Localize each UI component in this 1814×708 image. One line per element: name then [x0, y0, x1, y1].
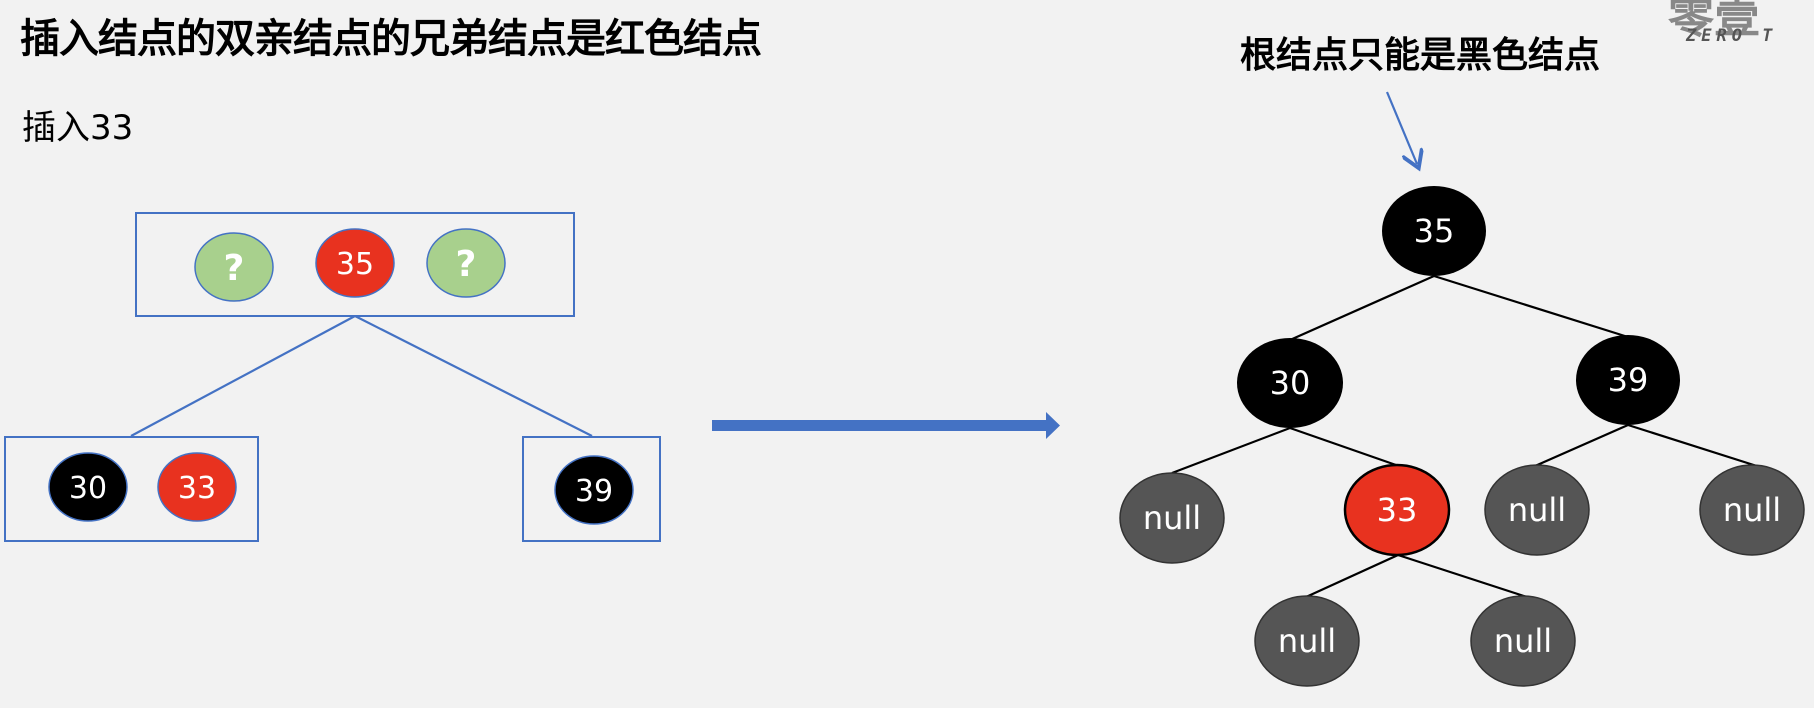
- rb-node-35: 35: [1382, 186, 1486, 276]
- after-tree-edges: [1171, 274, 1761, 599]
- before-node-39-label: 39: [575, 474, 613, 509]
- before-node-39: 39: [554, 455, 634, 525]
- edge-30-null: [1171, 426, 1291, 475]
- rb-null-node: null: [1470, 595, 1576, 687]
- placeholder-node-right-label: ?: [456, 244, 477, 285]
- rb-null-node: null: [1484, 464, 1590, 556]
- before-node-33-label: 33: [178, 471, 216, 506]
- edge-35-30: [1289, 274, 1435, 342]
- rb-node-33: 33: [1343, 463, 1451, 557]
- rb-null-label: null: [1508, 491, 1566, 529]
- placeholder-node-right: ?: [426, 228, 506, 298]
- transform-arrow-icon: [712, 412, 1060, 439]
- page-title: 插入结点的双亲结点的兄弟结点是红色结点: [20, 16, 762, 62]
- before-right-box: [522, 436, 661, 542]
- rb-node-35-label: 35: [1414, 212, 1455, 250]
- rb-node-30: 30: [1237, 338, 1343, 428]
- before-edge-left: [130, 315, 356, 437]
- rb-null-label: null: [1494, 622, 1552, 660]
- edge-35-39: [1433, 274, 1629, 339]
- before-node-35: 35: [315, 228, 395, 298]
- before-left-box: [4, 436, 259, 542]
- rb-node-30-label: 30: [1270, 364, 1311, 402]
- logo-text: ZERO T: [1686, 26, 1778, 46]
- rb-node-33-label: 33: [1377, 491, 1418, 529]
- rb-null-label: null: [1278, 622, 1336, 660]
- rb-null-label: null: [1143, 499, 1201, 537]
- root-note-pointer-icon: [1385, 91, 1417, 164]
- root-rule-note: 根结点只能是黑色结点: [1240, 35, 1601, 76]
- before-top-box: [135, 212, 575, 317]
- before-node-30-label: 30: [69, 471, 107, 506]
- rb-null-label: null: [1723, 491, 1781, 529]
- placeholder-node-left-label: ?: [224, 248, 245, 289]
- edge-39-null-left: [1534, 423, 1629, 468]
- edge-30-33: [1289, 426, 1397, 467]
- logo-mark-icon: 零壹: [1668, 0, 1760, 43]
- rb-null-node: null: [1254, 595, 1360, 687]
- placeholder-node-left: ?: [194, 232, 274, 302]
- before-node-33: 33: [157, 452, 237, 522]
- insert-label: 插入33: [22, 108, 134, 148]
- edge-33-null-left: [1305, 553, 1399, 599]
- rb-node-39: 39: [1576, 335, 1680, 425]
- brand-logo: 零壹 ZERO T: [1664, 0, 1814, 50]
- rb-null-node: null: [1699, 464, 1805, 556]
- before-node-35-label: 35: [336, 247, 374, 282]
- edge-33-null-right: [1397, 553, 1528, 599]
- before-node-30: 30: [48, 452, 128, 522]
- before-edge-right: [354, 315, 593, 437]
- rb-null-node: null: [1119, 472, 1225, 564]
- edge-39-null-right: [1627, 423, 1761, 469]
- rb-node-39-label: 39: [1608, 361, 1649, 399]
